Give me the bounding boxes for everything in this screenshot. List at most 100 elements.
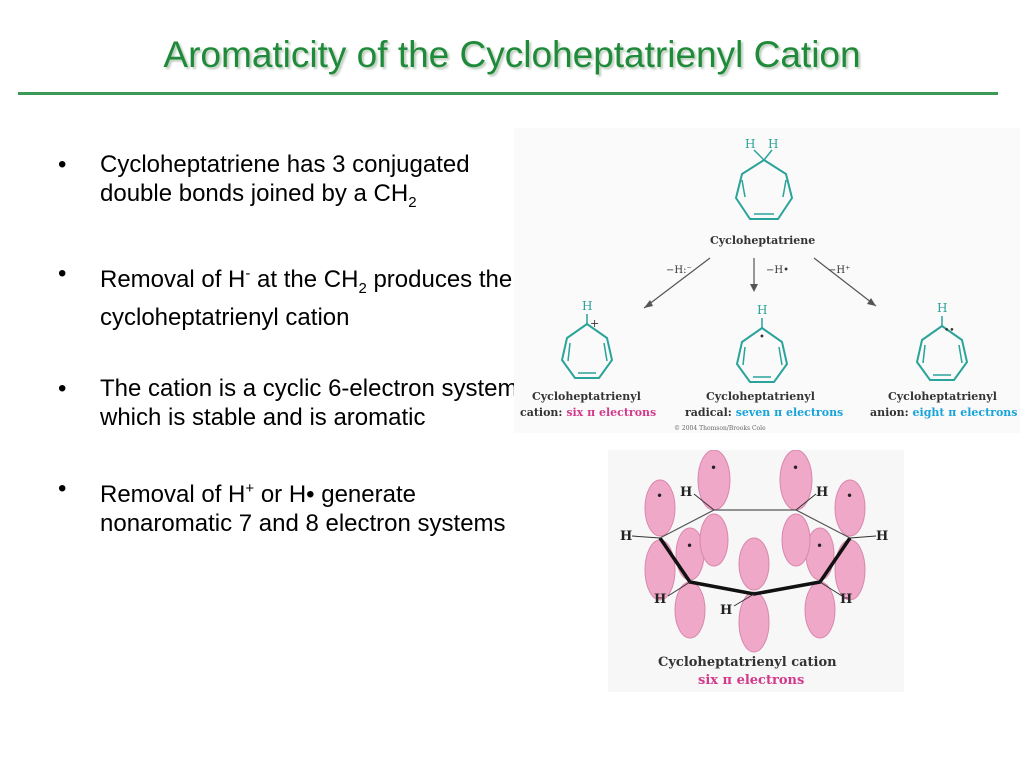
bullet-text: Removal of H (100, 265, 246, 293)
copyright: © 2004 Thomson/Brooks Cole (674, 425, 766, 432)
orbital-dot: • (846, 489, 853, 503)
p-orbitals (644, 449, 866, 653)
arrow-middle-label: −H• (766, 265, 789, 276)
h-label: H (582, 299, 592, 313)
orbital-caption-count: six π electrons (698, 673, 804, 688)
subscript: 2 (408, 193, 417, 211)
orbital-dot: • (710, 461, 717, 475)
ch-bond (819, 581, 843, 597)
h-label: H (654, 592, 666, 607)
arrowhead (750, 284, 758, 292)
ch-bond (631, 535, 661, 539)
anion-prefix: anion: (870, 406, 913, 419)
orbital-dot: • (656, 489, 663, 503)
anion-caption: anion: eight π electrons (870, 406, 1017, 419)
arrowhead (867, 298, 876, 306)
orbital-lobe (699, 513, 729, 567)
ch-bonds (631, 493, 877, 607)
bullet-item: • Cycloheptatriene has 3 conjugated doub… (52, 150, 527, 217)
cation-count: six π electrons (566, 406, 656, 419)
orbital-lobe (738, 537, 770, 591)
double-bond (741, 179, 746, 198)
double-bond (742, 346, 746, 366)
double-bond (567, 342, 571, 362)
ch-bond (693, 493, 715, 511)
ch-bond (849, 535, 877, 539)
radical-ring (735, 326, 789, 383)
bullet-dot: • (58, 474, 67, 502)
arrow-right (813, 257, 877, 307)
bullet-item: • Removal of H+ or H• generate nonaromat… (52, 474, 527, 538)
h-label: H (757, 303, 767, 317)
orbital-lobe (644, 479, 676, 537)
ch-bond (753, 149, 765, 161)
bullet-dot: • (58, 151, 67, 178)
orbital-caption-name: Cycloheptatrienyl cation (658, 655, 837, 670)
orbital-lobe (834, 539, 866, 601)
double-bond (782, 179, 787, 198)
bullet-dot: • (58, 374, 67, 402)
h-label: H (937, 301, 947, 315)
h-label: H (816, 485, 828, 500)
orbital-lobe (781, 513, 811, 567)
orbital-dot: • (686, 539, 693, 553)
cation-caption: cation: six π electrons (520, 406, 656, 419)
cation-ring (560, 322, 614, 379)
arrow-right-label: −H⁺ (828, 265, 850, 276)
arrow-left (643, 257, 711, 309)
arrowhead (644, 300, 653, 308)
superscript: + (245, 479, 255, 497)
orbital-lobe (644, 539, 676, 601)
ch-bond (795, 493, 817, 511)
orbital-lobe (804, 581, 836, 639)
bullet-dot: • (58, 259, 67, 287)
bullet-text: Removal of H (100, 480, 246, 508)
h-label: H (680, 485, 692, 500)
anion-ring (915, 324, 969, 381)
orbital-lobe (834, 479, 866, 537)
cycloheptatriene-ring (734, 158, 794, 220)
reaction-scheme-svg: H H Cycloheptatriene −H:⁻ −H• −H⁺ H + H … (520, 137, 1017, 432)
orbital-dot: • (792, 461, 799, 475)
parent-name: Cycloheptatriene (710, 234, 815, 247)
anion-count: eight π electrons (913, 406, 1018, 419)
double-bond (778, 346, 783, 366)
double-bond (603, 342, 608, 362)
ch-bond (733, 593, 755, 607)
sigma-framework-back (659, 509, 851, 539)
title-divider (18, 92, 998, 95)
superscript: - (245, 264, 251, 282)
bullet-list: • Cycloheptatriene has 3 conjugated doub… (52, 150, 527, 580)
radical-name: Cycloheptatrienyl (706, 390, 815, 403)
slide-title: Aromaticity of the Cycloheptatrienyl Cat… (163, 34, 861, 75)
radical-prefix: radical: (685, 406, 736, 419)
orbital-lobe (738, 591, 770, 653)
h-label: H (840, 592, 852, 607)
subscript: 2 (358, 279, 367, 297)
anion-name: Cycloheptatrienyl (888, 390, 997, 403)
double-bond (922, 344, 926, 364)
bullet-text: produces the cycloheptatrienyl cation (100, 265, 513, 331)
double-bond (958, 344, 963, 364)
orbital-dot: • (816, 539, 823, 553)
bullet-item: • Removal of H- at the CH2 produces the … (52, 259, 527, 332)
ch-bond (763, 149, 773, 161)
bullet-text: Cycloheptatriene has 3 conjugated double… (100, 151, 470, 207)
bullet-text: The cation is a cyclic 6-electron system… (100, 374, 525, 431)
arrow-left-label: −H:⁻ (666, 265, 692, 276)
h-label: H (876, 529, 888, 544)
h-label: H (768, 137, 778, 151)
h-label: H (720, 603, 732, 618)
h-label: H (745, 137, 755, 151)
radical-caption: radical: seven π electrons (685, 406, 843, 419)
bullet-text: at the CH (250, 265, 359, 293)
orbital-figure: H H H H H H H • • • • • • Cycloheptatrie… (608, 449, 904, 692)
radical-count: seven π electrons (736, 406, 844, 419)
lone-pair: •• (944, 326, 955, 336)
h-label: H (620, 529, 632, 544)
reaction-scheme-figure: H H Cycloheptatriene −H:⁻ −H• −H⁺ H + H … (514, 128, 1020, 433)
orbital-svg: H H H H H H H • • • • • • Cycloheptatrie… (620, 449, 888, 688)
orbital-lobe (674, 581, 706, 639)
cation-prefix: cation: (520, 406, 566, 419)
cation-name: Cycloheptatrienyl (532, 390, 641, 403)
